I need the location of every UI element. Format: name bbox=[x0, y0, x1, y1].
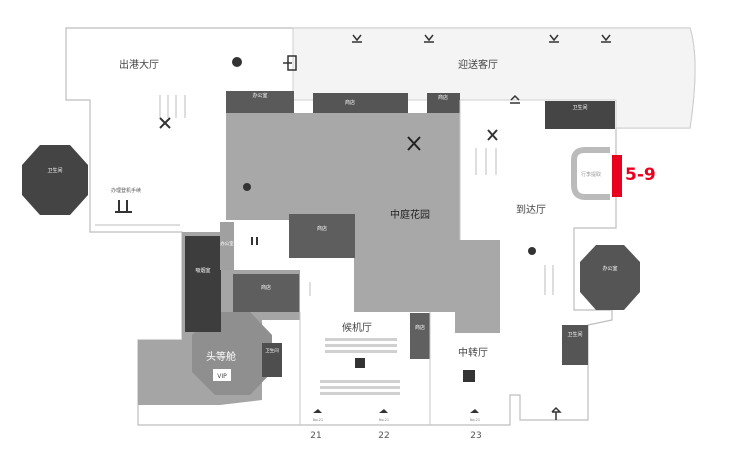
office-label-right: 办公室 bbox=[602, 265, 617, 272]
office-octagon-right bbox=[580, 245, 640, 310]
shop-block-center bbox=[410, 313, 430, 359]
gate-boundaries bbox=[299, 100, 461, 425]
restroom-block-firstclass bbox=[262, 343, 282, 377]
office-small-left bbox=[220, 222, 234, 270]
gate-21-label: 21 bbox=[310, 431, 321, 441]
baggage-claim-label: 行李提取 bbox=[581, 171, 601, 178]
exit-bottom-icon bbox=[551, 406, 562, 420]
highlight-label: 5-9 bbox=[625, 165, 656, 185]
baggage-carousel bbox=[571, 147, 610, 200]
highlight-marker bbox=[612, 155, 622, 197]
restaurant-icon bbox=[407, 136, 421, 151]
people-icon-hall bbox=[355, 358, 365, 368]
gate-23-label: 23 bbox=[470, 431, 481, 441]
arrival-up-icon bbox=[510, 94, 520, 104]
gate-small-22: No.21 bbox=[379, 418, 389, 422]
restroom-label-left: 卫生间 bbox=[47, 167, 62, 174]
shop-label-mid: 商店 bbox=[317, 225, 327, 232]
restroom-octagon-left bbox=[22, 145, 88, 215]
exit-door-icon bbox=[283, 55, 297, 71]
gate-plane-icons bbox=[313, 409, 479, 413]
first-class-octagon bbox=[192, 312, 272, 395]
smoking-label: 吸烟室 bbox=[195, 267, 210, 274]
queue-lines bbox=[95, 95, 554, 296]
shop-label-lower: 商店 bbox=[261, 284, 271, 291]
courtyard-zone bbox=[226, 113, 500, 333]
office-label-small: 办公室 bbox=[220, 240, 234, 247]
gate-small-21: No.21 bbox=[313, 418, 323, 422]
restroom-label-top-right: 卫生间 bbox=[572, 104, 587, 111]
arrival-hall-label: 到达厅 bbox=[516, 204, 546, 216]
restroom-block-top-right bbox=[545, 101, 615, 129]
greeting-hall-label: 迎送客厅 bbox=[458, 58, 498, 71]
exit-icons-top bbox=[352, 34, 611, 43]
gate-small-23: No.21 bbox=[470, 418, 480, 422]
waiting-hall-label: 候机厅 bbox=[342, 321, 372, 334]
info-icon bbox=[232, 57, 242, 67]
tools-icon-left bbox=[159, 117, 171, 129]
shop-label-center: 商店 bbox=[415, 324, 425, 331]
checkin-person-icon bbox=[115, 200, 132, 213]
waiting-seats bbox=[320, 338, 400, 395]
restroom-block-lower-right bbox=[562, 325, 588, 365]
shop-label-top2: 商店 bbox=[438, 94, 448, 101]
shop-block-top bbox=[313, 93, 408, 113]
transfer-hall-label: 中转厅 bbox=[458, 346, 488, 359]
restroom-label-lower-right: 卫生间 bbox=[567, 331, 582, 338]
people-icon-transfer bbox=[463, 370, 475, 382]
security-icon-left bbox=[243, 183, 251, 191]
courtyard-label: 中庭花园 bbox=[390, 208, 430, 221]
shop-label-top: 商店 bbox=[345, 99, 355, 106]
vip-label: VIP bbox=[217, 373, 227, 380]
tools-icon-right bbox=[487, 129, 498, 141]
departure-hall-label: 出港大厅 bbox=[119, 58, 159, 71]
security-icon-right bbox=[528, 247, 536, 255]
smoking-room bbox=[185, 236, 221, 332]
restroom-label-firstclass: 卫生间 bbox=[265, 347, 279, 354]
shop-block-mid bbox=[289, 214, 355, 258]
gate-22-label: 22 bbox=[378, 431, 389, 441]
escalator-icon bbox=[251, 237, 258, 245]
office-block-1 bbox=[226, 91, 294, 113]
office-label-top: 办公室 bbox=[252, 92, 267, 99]
vip-badge bbox=[213, 369, 231, 381]
checkin-label: 办理登机手续 bbox=[111, 187, 141, 194]
shop-block-lower bbox=[233, 274, 299, 312]
first-class-label: 头等舱 bbox=[206, 350, 236, 363]
shop-block-top2 bbox=[427, 93, 460, 113]
